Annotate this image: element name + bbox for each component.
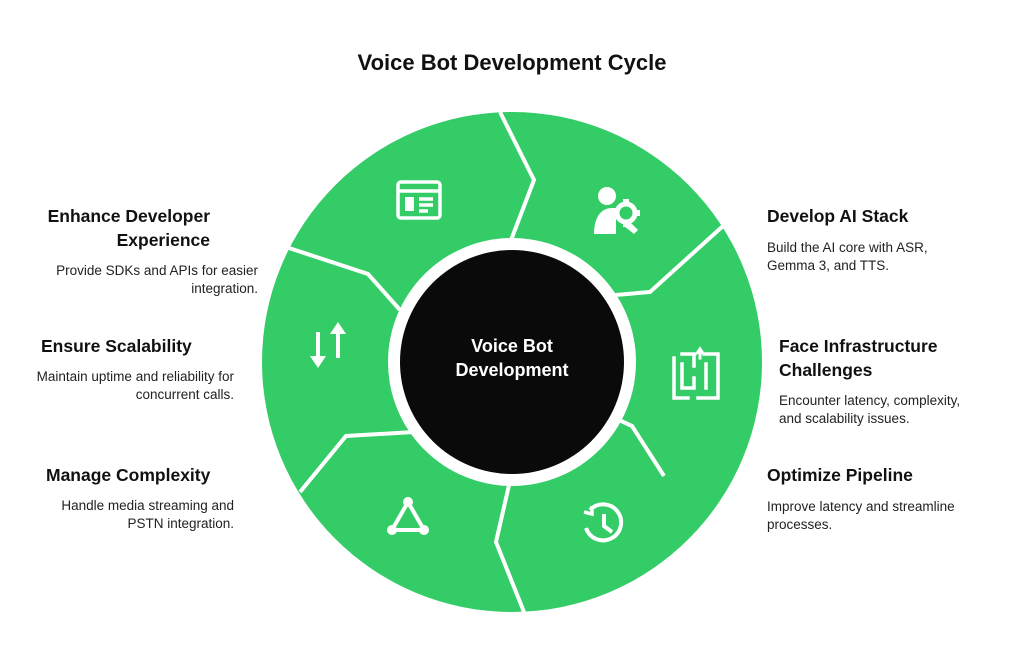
stage-heading: Optimize Pipeline: [767, 465, 913, 485]
separator-4: [493, 471, 526, 613]
stage-description: Build the AI core with ASR, Gemma 3, and…: [767, 240, 928, 273]
separator-5: [298, 430, 415, 494]
stage-face-infrastructure: Face Infrastructure Challenges Encounter…: [779, 334, 1009, 428]
center-circle: [400, 250, 624, 474]
stage-optimize-pipeline: Optimize Pipeline Improve latency and st…: [767, 463, 1007, 534]
stage-heading: Manage Complexity: [46, 465, 211, 485]
stage-description: Maintain uptime and reliability for conc…: [36, 369, 234, 402]
maze-icon: [672, 346, 720, 400]
triangle-network-icon: [387, 497, 429, 535]
stage-manage-complexity-description: Handle media streaming and PSTN integrat…: [0, 497, 234, 533]
stage-description: Handle media streaming and PSTN integrat…: [61, 498, 234, 531]
center-label-line1: Voice Bot: [471, 336, 553, 356]
separator-1: [498, 111, 537, 249]
stage-heading: Develop AI Stack: [767, 206, 909, 226]
stage-heading: Face Infrastructure Challenges: [779, 336, 938, 380]
stage-enhance-developer-experience: Enhance Developer Experience: [0, 204, 210, 252]
stage-heading: Ensure Scalability: [41, 336, 192, 356]
person-gear-icon: [594, 187, 640, 234]
center-label-line2: Development: [455, 360, 568, 380]
stage-enhance-developer-description: Provide SDKs and APIs for easier integra…: [0, 262, 258, 298]
stage-description: Encounter latency, complexity, and scala…: [779, 393, 961, 426]
browser-window-icon: [396, 180, 442, 220]
separator-2: [603, 224, 725, 298]
stage-develop-ai-stack: Develop AI Stack Build the AI core with …: [767, 204, 1007, 275]
up-down-arrows-icon: [310, 322, 346, 368]
history-clock-icon: [583, 502, 624, 543]
diagram-title: Voice Bot Development Cycle: [357, 50, 667, 75]
stage-ensure-scalability-description: Maintain uptime and reliability for conc…: [0, 368, 234, 404]
stage-description: Provide SDKs and APIs for easier integra…: [56, 263, 258, 296]
stage-ensure-scalability: Ensure Scalability: [41, 334, 261, 358]
stage-manage-complexity: Manage Complexity: [46, 463, 266, 487]
separator-6: [288, 246, 402, 312]
stage-heading: Enhance Developer Experience: [47, 206, 210, 250]
stage-description: Improve latency and streamline processes…: [767, 499, 955, 532]
